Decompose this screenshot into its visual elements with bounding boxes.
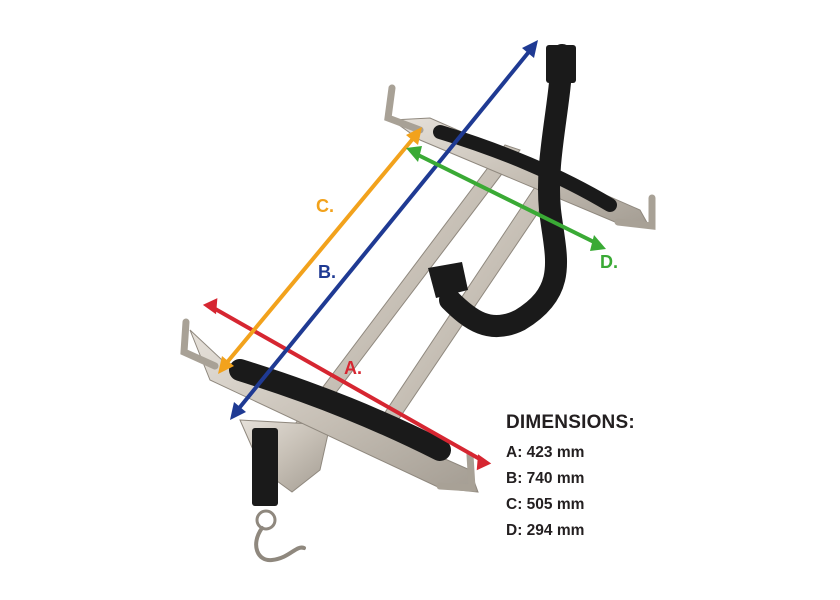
dimension-row-D: D: 294 mm [506,522,585,539]
measurement-arrows [202,40,606,471]
dimension-row-C: C: 505 mm [506,496,585,513]
arrowhead-C-start [218,356,234,374]
top-strap-end [428,262,468,298]
arrowhead-D-start [406,146,422,162]
dimension-row-A: A: 423 mm [506,444,585,461]
snap-hook-ring [255,509,277,531]
label-B: B. [318,262,336,282]
arrow-B [234,46,534,414]
top-hanging-strap [439,44,573,338]
arrow-C [222,133,418,368]
bottom-strap [252,428,278,506]
label-A: A. [344,358,362,378]
measurement-labels: A. B. C. D. [316,196,618,378]
upper-right-hook [614,194,656,230]
dimensions-panel: DIMENSIONS: A: 423 mm B: 740 mm C: 505 m… [506,412,806,544]
arrowhead-D-end [590,235,606,251]
dimensions-title: DIMENSIONS: [506,412,635,433]
snap-hook [254,526,306,563]
bracket-illustration [180,44,656,563]
label-C: C. [316,196,334,216]
dimension-row-B: B: 740 mm [506,470,585,487]
arrowhead-B-start [230,402,246,420]
arrow-D [413,151,599,246]
arrowhead-A-start [202,298,218,315]
lower-left-hook [180,318,219,370]
arrowhead-A-end [476,454,492,471]
arrowhead-B-end [522,40,538,58]
upper-left-hook [384,84,424,134]
upper-crossbar-strap [433,125,617,212]
lower-crossbar-strap [229,359,451,461]
arrowhead-C-end [406,127,422,145]
top-strap-tab [546,45,576,83]
lower-right-hook [436,451,476,492]
label-D: D. [600,252,618,272]
arrow-A [209,304,486,464]
